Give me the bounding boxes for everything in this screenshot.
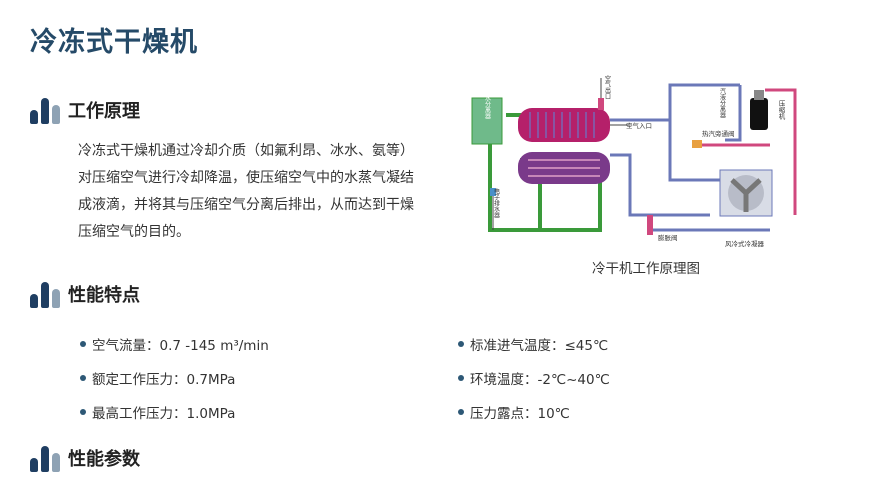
bullet-icon (458, 341, 464, 347)
compressor-body (750, 98, 768, 130)
hot-gas-valve-label: 热汽旁通阀 (702, 129, 735, 138)
bullet-icon (458, 409, 464, 415)
compressor-label: 压缩机 (777, 100, 785, 121)
drain-label: 电子排水器 (493, 187, 500, 219)
expansion-valve-label: 膨胀阀 (658, 233, 678, 242)
description-line: 冷冻式干燥机通过冷却介质（如氟利昂、冰水、氨等） (78, 143, 414, 159)
bar-chart-icon (30, 96, 60, 124)
feature-item: 标准进气温度：≤45℃ (458, 334, 608, 354)
section-title-principle: 工作原理 (68, 101, 140, 122)
principle-description: 冷冻式干燥机通过冷却介质（如氟利昂、冰水、氨等） 对压缩空气进行冷却降温，使压缩… (78, 138, 450, 246)
page-title: 冷冻式干燥机 (30, 27, 198, 58)
feature-text: 空气流量：0.7 -145 m³/min (92, 338, 269, 354)
bullet-icon (80, 341, 86, 347)
section-header-features: 性能特点 (30, 280, 140, 308)
feature-item: 额定工作压力：0.7MPa (80, 368, 235, 388)
condenser-label: 风冷式冷凝器 (725, 239, 765, 248)
section-title-params: 性能参数 (68, 449, 140, 470)
separator-right-label: 汽液分离器 (719, 87, 726, 119)
section-header-principle: 工作原理 (30, 96, 140, 124)
bullet-icon (80, 375, 86, 381)
feature-text: 最高工作压力：1.0MPa (92, 406, 236, 422)
feature-text: 额定工作压力：0.7MPa (92, 372, 236, 388)
feature-text: 压力露点：10℃ (470, 406, 570, 422)
dryer-principle-diagram: 汽水分离器 空气出口 空气入口 电子排水器 汽液分离器 压缩机 热汽旁通阀 风冷… (471, 74, 797, 248)
bullet-icon (458, 375, 464, 381)
feature-text: 环境温度：-2℃~40℃ (470, 372, 610, 388)
section-title-features: 性能特点 (68, 285, 140, 306)
diagram-caption: 冷干机工作原理图 (592, 261, 700, 277)
feature-item: 压力露点：10℃ (458, 402, 570, 422)
description-line: 压缩空气的目的。 (78, 224, 190, 240)
feature-text: 标准进气温度：≤45℃ (470, 338, 609, 354)
feature-item: 环境温度：-2℃~40℃ (458, 368, 610, 388)
bar-chart-icon (30, 444, 60, 472)
pink-pipes (700, 88, 797, 215)
section-header-params: 性能参数 (30, 444, 140, 472)
description-line: 对压缩空气进行冷却降温，使压缩空气中的水蒸气凝结 (78, 170, 414, 186)
feature-item: 最高工作压力：1.0MPa (80, 402, 235, 422)
air-inlet-label: 空气入口 (626, 121, 652, 130)
feature-item: 空气流量：0.7 -145 m³/min (80, 334, 269, 354)
description-line: 成液滴，并将其与压缩空气分离后排出，从而达到干燥 (78, 197, 414, 213)
bullet-icon (80, 409, 86, 415)
separator-left-label: 汽水分离器 (484, 88, 491, 120)
bar-chart-icon (30, 280, 60, 308)
air-outlet-label: 空气出口 (604, 74, 611, 100)
heat-exchanger-top (518, 108, 610, 142)
separator-left-box (471, 97, 503, 145)
